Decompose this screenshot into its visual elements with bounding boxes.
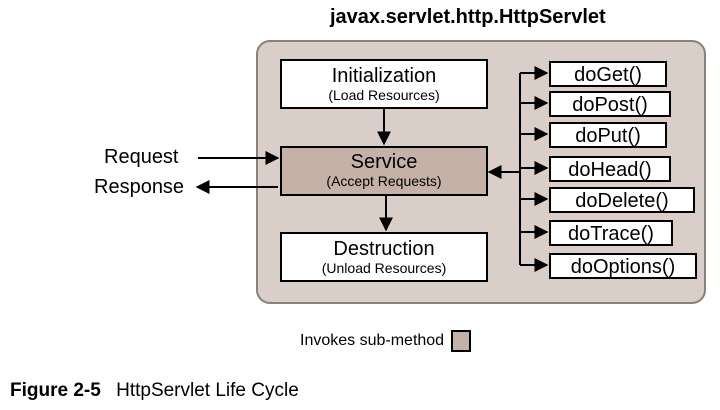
caption-label: Figure 2-5 (10, 380, 101, 401)
method-dohead: doHead() (549, 156, 671, 182)
service-subtitle: (Accept Requests) (326, 173, 442, 189)
service-box: Service (Accept Requests) (280, 146, 488, 196)
destruction-title: Destruction (333, 238, 435, 260)
service-title: Service (350, 151, 418, 173)
caption-text: HttpServlet Life Cycle (116, 380, 299, 401)
initialization-box: Initialization (Load Resources) (280, 59, 488, 109)
figure-caption: Figure 2-5 HttpServlet Life Cycle (10, 380, 299, 402)
destruction-box: Destruction (Unload Resources) (280, 232, 488, 282)
method-dopost: doPost() (549, 91, 671, 117)
legend: Invokes sub-method (300, 330, 471, 356)
destruction-subtitle: (Unload Resources) (321, 260, 447, 276)
method-dodelete: doDelete() (549, 187, 695, 213)
method-dotrace: doTrace() (549, 220, 673, 246)
method-doget: doGet() (549, 61, 667, 87)
method-dooptions: doOptions() (549, 253, 697, 279)
method-doput: doPut() (549, 122, 667, 148)
initialization-subtitle: (Load Resources) (328, 87, 440, 103)
class-title: javax.servlet.http.HttpServlet (330, 6, 606, 28)
response-label: Response (94, 176, 185, 198)
request-label: Request (104, 146, 179, 168)
initialization-title: Initialization (331, 65, 437, 87)
legend-text: Invokes sub-method (300, 332, 445, 349)
legend-swatch (450, 330, 471, 352)
